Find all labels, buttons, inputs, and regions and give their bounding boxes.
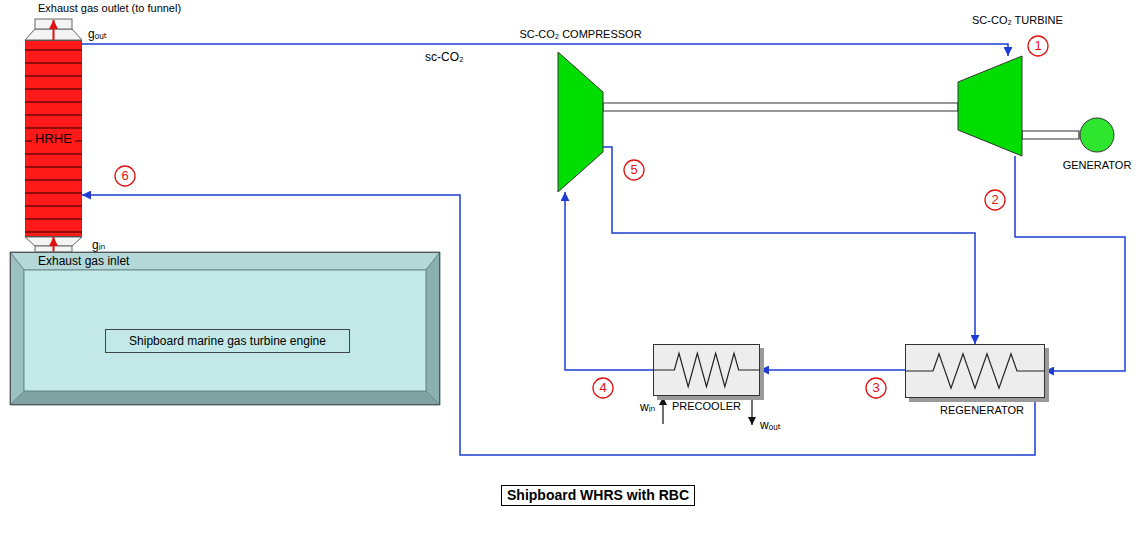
turbine: SC-CO₂ TURBINE <box>958 56 1022 156</box>
engine-bevel-right <box>426 252 440 405</box>
state-point-callout: 3 <box>865 377 887 399</box>
label-holder: sc-CO₂ <box>425 50 464 64</box>
cooling-water-in-arrow <box>662 397 663 424</box>
callout-number: 5 <box>630 162 637 178</box>
exhaust-gas-flow <box>53 237 55 252</box>
turbine-symbol <box>958 56 1022 156</box>
tube-row <box>25 218 82 219</box>
heat-recovery-exchanger: HRHE <box>25 40 82 237</box>
water-state-label: wᵢₙ <box>640 400 655 414</box>
generator-symbol <box>1080 118 1114 152</box>
callout-circle <box>115 166 135 186</box>
water-state-label: wₒᵤₜ <box>760 418 781 432</box>
turbine-shape <box>958 56 1022 156</box>
drive-shaft <box>603 103 958 111</box>
callout-circle <box>624 160 644 180</box>
label-holder: gₒᵤₜ <box>88 27 107 41</box>
callout-number: 1 <box>1034 38 1041 54</box>
callout-circle <box>866 378 886 398</box>
node-label: Shipboard marine gas turbine engine <box>129 334 326 348</box>
tube-row <box>25 179 82 180</box>
node-label: SC-CO₂ TURBINE <box>972 14 1063 27</box>
gas-turbine-engine: Exhaust gas inletShipboard marine gas tu… <box>10 252 440 405</box>
diagram-caption: Shipboard WHRS with RBC <box>501 485 695 506</box>
caption-holder: Shipboard WHRS with RBC <box>0 485 194 506</box>
callout-circle <box>593 378 613 398</box>
engine-bevel-top <box>10 252 440 270</box>
state-point-callout: 5 <box>623 159 645 181</box>
tube-row <box>25 49 82 50</box>
drive-shaft <box>1022 131 1079 139</box>
generator: GENERATOR <box>1079 117 1115 153</box>
callout-circle <box>1028 36 1048 56</box>
generator-shape <box>1079 117 1115 153</box>
callout-circle <box>985 190 1005 210</box>
node-label: GENERATOR <box>1063 159 1132 172</box>
gas-state-label: gᵢₙ <box>92 238 105 252</box>
node-label: SC-CO₂ COMPRESSOR <box>519 28 641 41</box>
co2-flow-line <box>82 44 1008 56</box>
engine-bevel-left <box>10 252 24 405</box>
gas-state-label: gₒᵤₜ <box>88 27 107 41</box>
callout-number: 4 <box>599 380 606 396</box>
co2-flow-line <box>760 369 905 371</box>
cooling-water-out-arrow <box>751 397 752 425</box>
exchanger-body <box>26 41 82 237</box>
tube-row <box>25 62 82 63</box>
name-plate <box>106 330 350 353</box>
node-label: PRECOOLER <box>672 400 741 413</box>
tube-row <box>25 127 82 128</box>
gas-turbine-engine-shape <box>10 252 440 405</box>
label-holder: gᵢₙ <box>92 238 105 252</box>
label-holder: wᵢₙ <box>640 400 655 414</box>
coil-symbol <box>653 353 760 386</box>
engine-bevel-bottom <box>10 391 440 405</box>
compressor-shape <box>558 52 603 192</box>
precooler-shape <box>653 344 760 396</box>
engine-face <box>24 270 426 391</box>
tube-row <box>25 153 82 154</box>
co2-flow-line <box>565 192 653 370</box>
state-point-callout: 6 <box>114 165 136 187</box>
compressor-symbol <box>558 52 603 192</box>
tube-row <box>25 101 82 102</box>
node-label: Exhaust gas inlet <box>38 254 129 268</box>
tube-row <box>25 166 82 167</box>
tube-row <box>25 231 82 232</box>
state-point-callout: 4 <box>592 377 614 399</box>
co2-flow-line <box>1015 156 1125 371</box>
label-holder: Exhaust gas outlet (to funnel) <box>38 2 181 15</box>
compressor: SC-CO₂ COMPRESSOR <box>558 52 603 192</box>
exhaust-outlet-note: Exhaust gas outlet (to funnel) <box>38 2 181 15</box>
regenerator-shape <box>905 344 1045 398</box>
tube-row <box>25 88 82 89</box>
callout-number: 2 <box>991 192 998 208</box>
co2-flow-line <box>603 147 975 344</box>
tube-row <box>25 75 82 76</box>
exhaust-out-arrow <box>53 20 55 42</box>
callout-number: 6 <box>121 168 128 184</box>
engine-name-plate: Shipboard marine gas turbine engine <box>105 329 350 353</box>
working-fluid-label: sc-CO₂ <box>425 50 464 64</box>
state-point-callout: 2 <box>984 189 1006 211</box>
node-label: HRHE <box>32 131 75 147</box>
coil-symbol <box>905 354 1045 389</box>
state-point-callout: 1 <box>1027 35 1049 57</box>
tube-row <box>25 192 82 193</box>
exchanger-box <box>654 345 760 396</box>
tube-row <box>25 205 82 206</box>
callout-number: 3 <box>872 380 879 396</box>
node-label: REGENERATOR <box>940 404 1024 417</box>
engine-outline <box>11 253 440 405</box>
precooler: PRECOOLER <box>653 344 760 396</box>
exchanger-box <box>906 345 1045 398</box>
tube-row <box>25 114 82 115</box>
label-holder: wₒᵤₜ <box>760 418 781 432</box>
regenerator: REGENERATOR <box>905 344 1045 398</box>
